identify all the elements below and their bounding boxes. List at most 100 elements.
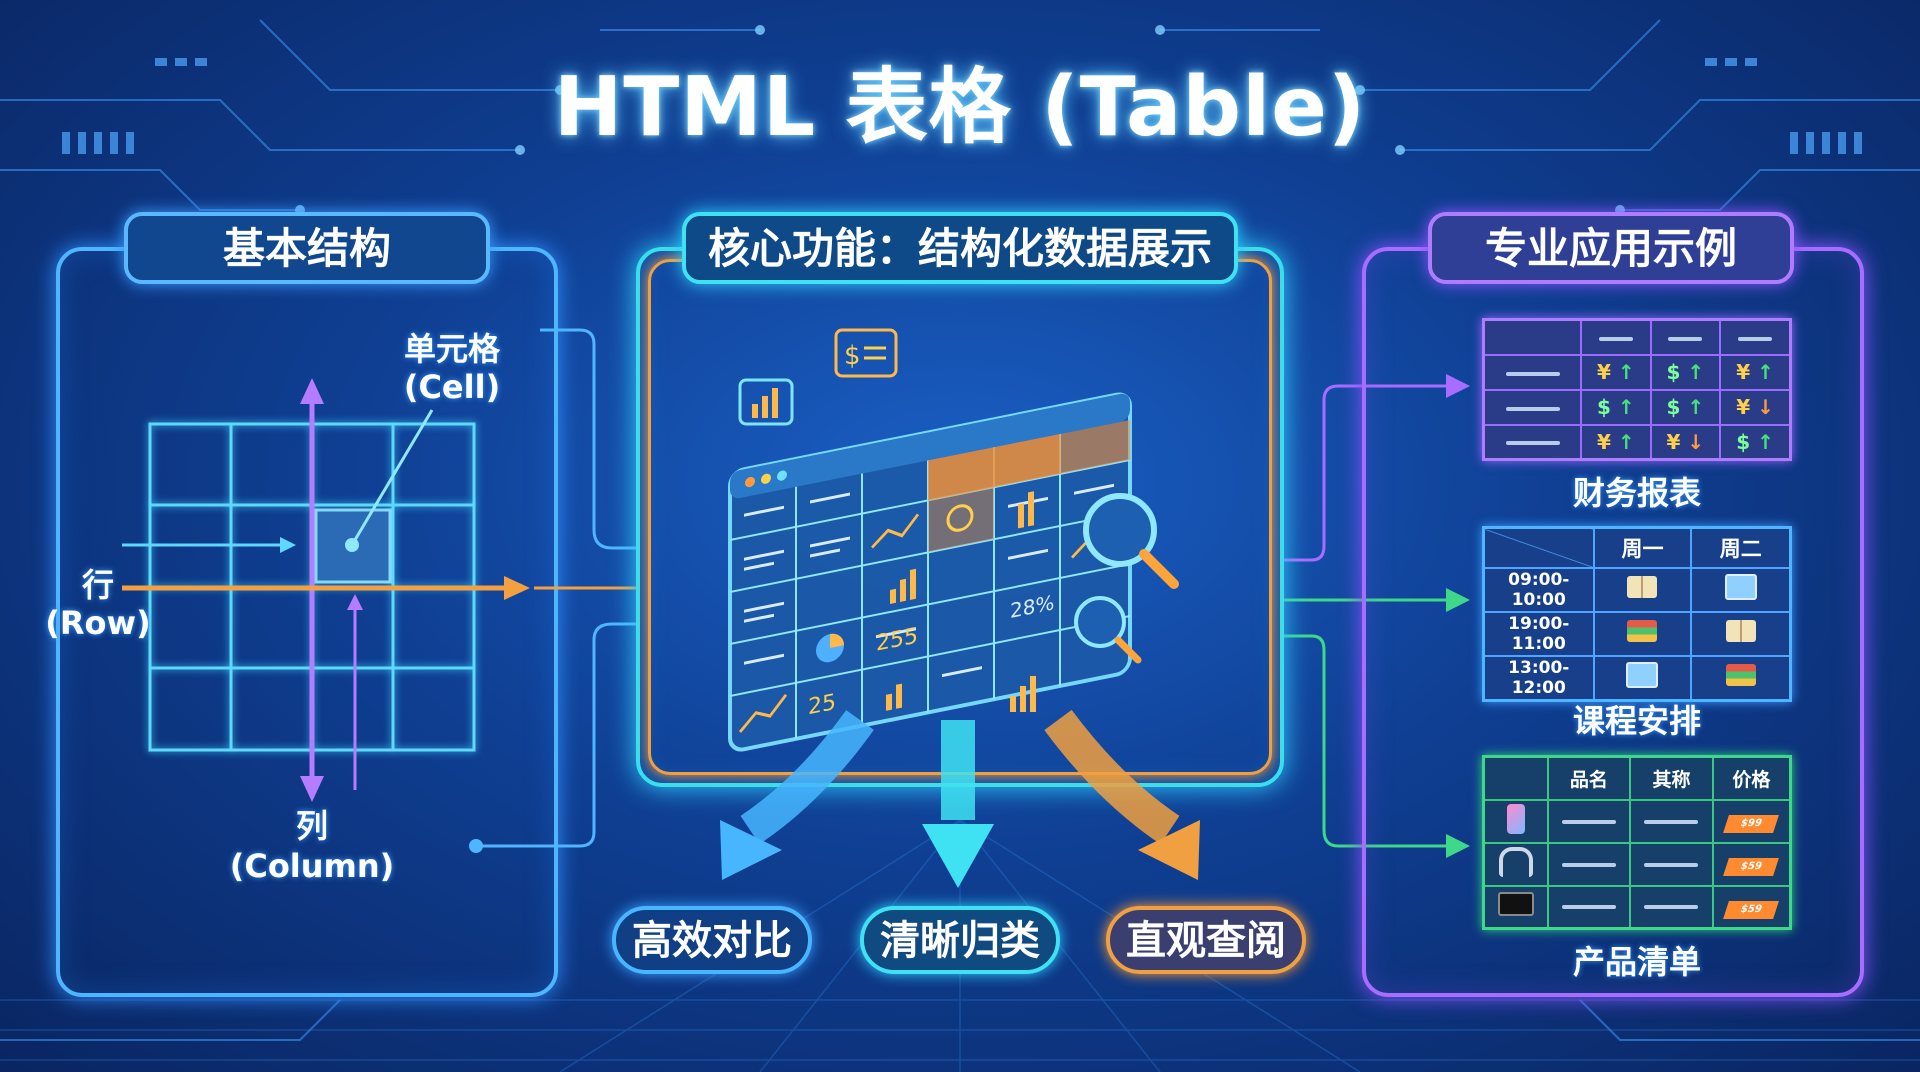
table-row: [1482, 318, 1792, 356]
application-examples-header: 专业应用示例: [1428, 212, 1794, 284]
course-schedule-caption: 课程安排: [1572, 702, 1701, 740]
table-row: 周一 周二: [1482, 526, 1792, 569]
schedule-cell: [1592, 610, 1693, 657]
schedule-header-tuesday: 周二: [1690, 526, 1792, 569]
finance-cell: $ ↑: [1719, 423, 1792, 461]
product-placeholder-cell: [1629, 884, 1714, 930]
schedule-time-cell: 09:00-10:00: [1482, 566, 1595, 613]
dollar-icon: $: [844, 341, 861, 371]
arrow-up-icon: ↑: [1750, 429, 1774, 454]
intuitive-lookup-pill: 直观查阅: [1106, 906, 1306, 974]
product-placeholder-cell: [1546, 798, 1632, 844]
finance-cell: ¥ ↑: [1580, 353, 1652, 391]
page-title: HTML 表格 (Table): [553, 60, 1367, 155]
product-placeholder-cell: [1546, 841, 1632, 887]
product-placeholder-cell: [1546, 884, 1632, 930]
schedule-cell: [1592, 566, 1693, 613]
product-image-cell: [1482, 841, 1549, 887]
phone-icon: [1506, 803, 1525, 834]
product-price-cell: $59: [1711, 841, 1792, 887]
course-schedule-table: 周一 周二 09:00-10:00 19:00-11:00 13:00-12:0…: [1482, 526, 1792, 702]
table-row: ¥ ↑$ ↑¥ ↑: [1482, 353, 1792, 391]
schedule-cell: [1690, 566, 1792, 613]
product-header-name: 品名: [1546, 755, 1632, 801]
table-row: $59: [1482, 884, 1792, 930]
table-row: $59: [1482, 841, 1792, 887]
product-list-table: 品名 其称 价格 $99 $59 $59: [1482, 755, 1792, 930]
schedule-cell: [1690, 610, 1792, 657]
table-row: 品名 其称 价格: [1482, 755, 1792, 801]
table-row: 19:00-11:00: [1482, 610, 1792, 657]
table-row: 13:00-12:00: [1482, 654, 1792, 701]
table-structure-diagram: [122, 378, 530, 802]
finance-report-table: ¥ ↑$ ↑¥ ↑ $ ↑$ ↑¥ ↓ ¥ ↑¥ ↓$ ↑: [1482, 318, 1792, 461]
schedule-time-cell: 19:00-11:00: [1482, 610, 1595, 657]
product-header-spec: 其称: [1629, 755, 1714, 801]
price-tag: $59: [1723, 858, 1780, 876]
arrow-up-icon: ↑: [1680, 360, 1705, 384]
currency-symbol: $: [1597, 395, 1611, 419]
benefit-arrows: [720, 709, 1200, 888]
product-list-caption: 产品清单: [1572, 943, 1701, 981]
product-placeholder-cell: [1629, 798, 1714, 844]
price-tag: $99: [1723, 815, 1780, 833]
currency-symbol: ¥: [1666, 429, 1681, 454]
currency-symbol: $: [1666, 360, 1681, 384]
efficient-comparison-pill: 高效对比: [612, 906, 812, 974]
arrow-up-icon: ↑: [1610, 429, 1635, 454]
product-placeholder-cell: [1629, 841, 1714, 887]
arrow-up-icon: ↑: [1610, 360, 1635, 384]
product-price-cell: $59: [1711, 884, 1792, 930]
placeholder-line: [1644, 819, 1699, 824]
arrow-up-icon: ↑: [1610, 395, 1635, 419]
schedule-header-monday: 周一: [1592, 526, 1693, 569]
table-row: $99: [1482, 798, 1792, 844]
finance-cell: ¥ ↓: [1719, 388, 1792, 426]
table-row: 09:00-10:00: [1482, 566, 1792, 613]
monitor-icon: [1724, 574, 1757, 600]
magnifier-icon: [1083, 493, 1179, 589]
currency-symbol: $: [1736, 429, 1751, 454]
finance-cell: $ ↑: [1649, 388, 1722, 426]
placeholder-line: [1644, 862, 1699, 867]
placeholder-line: [1561, 905, 1616, 910]
schedule-time-cell: 13:00-12:00: [1482, 654, 1595, 701]
data-dashboard-illustration: 25 255 28% $: [728, 328, 1179, 752]
currency-symbol: ¥: [1597, 429, 1611, 454]
finance-cell: $ ↑: [1649, 353, 1722, 391]
tv-icon: [1497, 892, 1534, 917]
currency-symbol: ¥: [1597, 360, 1611, 384]
table-row: $ ↑$ ↑¥ ↓: [1482, 388, 1792, 426]
dollar-chat-icon: [834, 328, 898, 378]
product-image-cell: [1482, 884, 1549, 930]
arrow-down-icon: ↓: [1750, 395, 1774, 419]
row-label: 行 (Row): [45, 566, 151, 642]
arrow-up-icon: ↑: [1750, 360, 1774, 384]
currency-symbol: $: [1666, 395, 1681, 419]
finance-cell: ¥ ↑: [1580, 423, 1652, 461]
core-function-header: 核心功能：结构化数据展示: [682, 212, 1238, 284]
product-image-cell: [1482, 798, 1549, 844]
placeholder-line: [1561, 819, 1616, 824]
finance-cell: ¥ ↓: [1649, 423, 1722, 461]
small-magnifier-icon: [1074, 596, 1142, 664]
currency-symbol: ¥: [1736, 395, 1751, 419]
basic-structure-header: 基本结构: [124, 212, 490, 284]
currency-symbol: ¥: [1736, 360, 1751, 384]
floating-bar-chart-icon: [1010, 676, 1036, 712]
price-tag: $59: [1723, 900, 1780, 919]
finance-cell: ¥ ↑: [1719, 353, 1792, 391]
placeholder-line: [1644, 905, 1699, 910]
product-header-price: 价格: [1711, 755, 1792, 801]
monitor-icon: [1626, 662, 1659, 688]
schedule-cell: [1690, 654, 1792, 701]
column-label: 列 (Column): [229, 807, 395, 885]
table-row: ¥ ↑¥ ↓$ ↑: [1482, 423, 1792, 461]
placeholder-line: [1561, 862, 1616, 867]
books-stack-icon: [1627, 620, 1658, 642]
book-icon: [1725, 620, 1756, 642]
finance-report-caption: 财务报表: [1572, 474, 1701, 512]
